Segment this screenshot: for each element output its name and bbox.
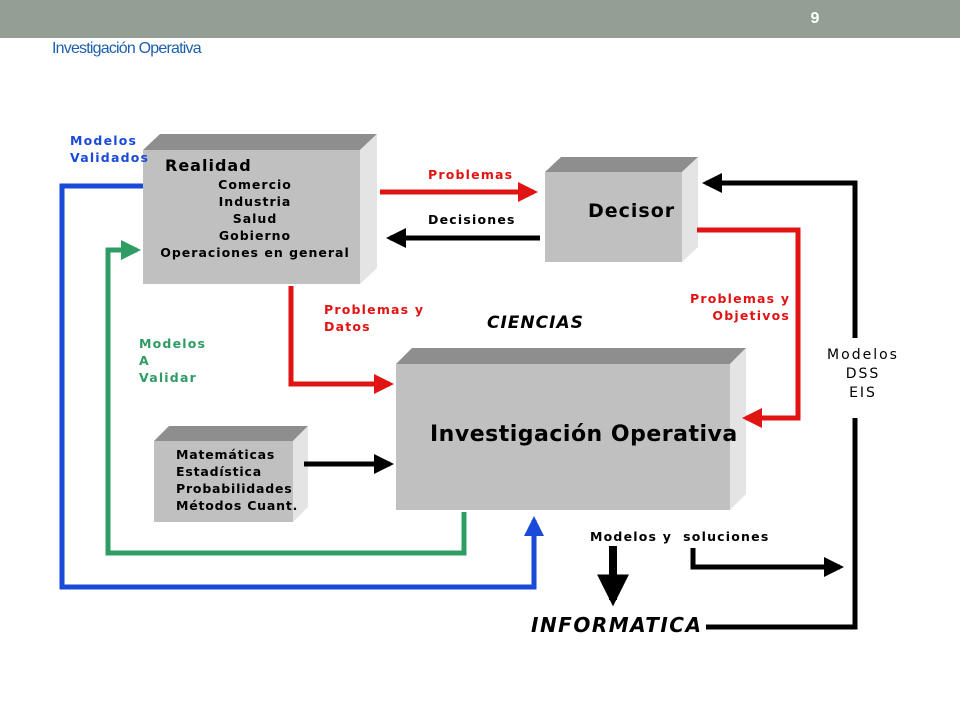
ciencias-item: Estadística (176, 464, 262, 479)
label-line: Problemas y (324, 302, 425, 317)
label-line: Modelos (70, 133, 138, 148)
label-line: A (139, 353, 150, 368)
modelos-dss-eis-label: Modelos DSS EIS (818, 346, 908, 403)
decisor-title: Decisor (588, 200, 676, 222)
realidad-box (143, 134, 377, 284)
problemas-datos-arrow (288, 286, 394, 394)
label-line: Modelos (139, 336, 207, 351)
slide-subtitle: Investigación Operativa (52, 40, 202, 57)
label-line: Problemas y (690, 291, 791, 306)
informatica-to-dss-line (706, 418, 858, 630)
modelos-validados-label: Modelos Validados (70, 132, 149, 166)
decisor-box (545, 157, 698, 262)
io-box (396, 348, 746, 510)
realidad-item: Salud (232, 211, 278, 226)
dss-to-decisor-arrow (702, 173, 858, 338)
label-line: Validar (139, 370, 197, 385)
label-line: EIS (849, 385, 877, 401)
realidad-item: Operaciones en general (160, 245, 350, 260)
label-line: Datos (324, 319, 371, 334)
title-bar (0, 0, 960, 38)
io-title: Investigación Operativa (430, 422, 738, 447)
realidad-items: Comercio Industria Salud Gobierno Operac… (160, 176, 350, 261)
problemas-label: Problemas (428, 167, 514, 182)
ciencias-item: Métodos Cuant. (176, 498, 299, 513)
modelos-soluciones-label: Modelos y soluciones (590, 529, 770, 544)
label-line: Objetivos (712, 308, 790, 323)
problemas-datos-label: Problemas y Datos (324, 301, 424, 335)
realidad-item: Comercio (218, 177, 292, 192)
ciencias-item: Matemáticas (176, 447, 276, 462)
realidad-title: Realidad (165, 156, 252, 175)
label-line: Validados (70, 150, 150, 165)
decisiones-label: Decisiones (428, 212, 516, 227)
ciencias-item: Probabilidades (176, 481, 293, 496)
label-line: DSS (845, 366, 881, 382)
label-line: Modelos (827, 347, 899, 363)
problemas-objetivos-arrow (697, 227, 801, 428)
realidad-item: Gobierno (218, 228, 292, 243)
ciencias-items: Matemáticas Estadística Probabilidades M… (176, 446, 298, 514)
ciencias-label: CIENCIAS (487, 313, 584, 333)
informatica-label: INFORMATICA (531, 613, 703, 637)
modelos-a-validar-arrow (105, 240, 467, 556)
soluciones-right-arrow (690, 548, 844, 577)
ciencias-box (154, 426, 308, 522)
realidad-item: Industria (218, 194, 292, 209)
page-number: 9 (810, 10, 820, 27)
modelos-validados-arrow (59, 183, 544, 590)
problemas-objetivos-label: Problemas y Objetivos (690, 290, 790, 324)
modelos-a-validar-label: Modelos A Validar (139, 335, 206, 386)
